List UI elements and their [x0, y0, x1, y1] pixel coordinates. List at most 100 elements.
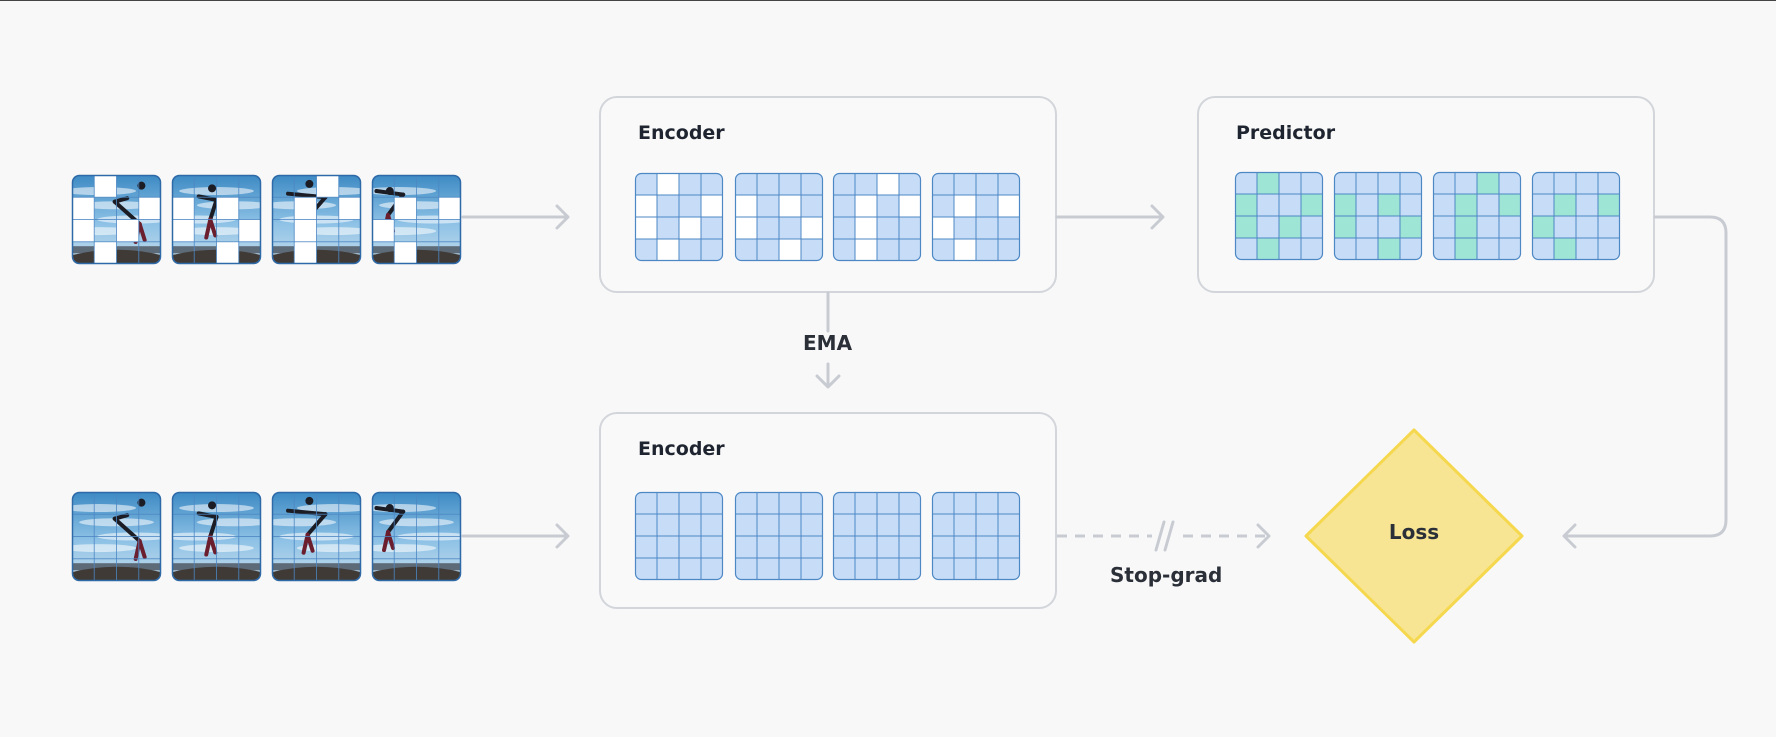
top-border: [0, 0, 1776, 1]
token-grid-border: [931, 491, 1021, 581]
arrow-head: [555, 204, 570, 230]
target-token-grid-4: [931, 491, 1021, 581]
marked-token: [932, 217, 954, 239]
marked-token: [779, 239, 801, 261]
marked-token: [1455, 238, 1477, 260]
marked-token: [657, 173, 679, 195]
masked-patch: [338, 197, 361, 220]
marked-token: [1554, 238, 1576, 260]
context-token-grid-3: [832, 172, 922, 262]
connectors: [461, 204, 1728, 552]
masked-patch: [116, 219, 139, 242]
stop-grad-slash: [1154, 520, 1166, 552]
marked-token: [1400, 216, 1422, 238]
token-grid-border: [734, 172, 824, 262]
frame-border: [371, 491, 462, 582]
skater-head: [208, 501, 217, 510]
cloud: [72, 504, 137, 513]
cloud: [296, 504, 361, 513]
masked-patch: [138, 197, 161, 220]
token-grid-border: [1234, 171, 1324, 261]
token-grid-border: [1333, 171, 1423, 261]
token-grid-border: [832, 172, 922, 262]
predicted-token-grid-1: [1234, 171, 1324, 261]
marked-token: [1598, 194, 1620, 216]
tgt-frame-1: [72, 492, 161, 581]
ctx-frame-2: [172, 175, 261, 264]
token-grid-border: [1531, 171, 1621, 261]
token-grid-border: [1432, 171, 1522, 261]
masked-patch: [294, 219, 317, 242]
token-grid-border: [832, 491, 922, 581]
stop-grad-label: Stop-grad: [1110, 563, 1223, 587]
context-encoder-title: Encoder: [638, 122, 725, 144]
marked-token: [1455, 194, 1477, 216]
marked-token: [954, 195, 976, 217]
target-token-grid-2: [734, 491, 824, 581]
skater-head: [385, 187, 394, 196]
arrow-head: [1150, 204, 1165, 230]
frame-border: [171, 491, 262, 582]
marked-token: [1235, 194, 1257, 216]
masked-patch: [72, 197, 95, 220]
masked-patch: [316, 175, 339, 198]
skater-torso: [208, 514, 219, 539]
skater-head: [305, 179, 314, 188]
marked-token: [1455, 216, 1477, 238]
marked-token: [779, 195, 801, 217]
frame-border: [71, 491, 162, 582]
masked-patch: [172, 219, 195, 242]
context-token-grid-1: [634, 172, 724, 262]
frame-border: [271, 174, 362, 265]
predictor-title: Predictor: [1236, 122, 1336, 144]
marked-token: [1554, 194, 1576, 216]
marked-token: [1257, 238, 1279, 260]
marked-token: [657, 239, 679, 261]
arrow-head: [555, 523, 570, 549]
marked-token: [1301, 194, 1323, 216]
loss-label: Loss: [1388, 520, 1440, 544]
marked-token: [1477, 172, 1499, 194]
skater-leg: [137, 538, 147, 559]
ctx-frame-4: [372, 175, 461, 264]
masked-patch: [94, 241, 117, 264]
predictor-to-loss-connector: [1564, 215, 1728, 538]
masked-patch: [72, 219, 95, 242]
skater-leg: [208, 217, 218, 238]
loss-diamond: [1304, 428, 1524, 644]
marked-token: [1279, 216, 1301, 238]
skater-leg: [305, 532, 315, 553]
token-grid-border: [634, 491, 724, 581]
masked-patch: [372, 219, 395, 242]
ema-label: EMA: [803, 331, 853, 355]
marked-token: [635, 195, 657, 217]
skater-torso: [208, 197, 219, 222]
marked-token: [679, 217, 701, 239]
marked-token: [855, 195, 877, 217]
masked-patch: [94, 175, 117, 198]
marked-token: [735, 217, 757, 239]
masked-patch: [394, 197, 417, 220]
masked-patch: [172, 197, 195, 220]
marked-token: [1378, 238, 1400, 260]
marked-token: [899, 195, 921, 217]
frame-border: [171, 174, 262, 265]
skater-leg: [208, 534, 218, 555]
skater-head: [137, 181, 146, 190]
skater-head: [305, 496, 314, 505]
masked-patch: [294, 197, 317, 220]
masked-patch: [394, 241, 417, 264]
marked-token: [735, 195, 757, 217]
token-grids: [634, 171, 1621, 581]
token-grid-border: [931, 172, 1021, 262]
marked-token: [1257, 172, 1279, 194]
masked-patch: [294, 241, 317, 264]
predicted-token-grid-2: [1333, 171, 1423, 261]
masked-patch: [438, 197, 461, 220]
marked-token: [855, 239, 877, 261]
context-token-grid-4: [931, 172, 1021, 262]
target-encoder-title: Encoder: [638, 438, 725, 460]
target-token-grid-3: [832, 491, 922, 581]
